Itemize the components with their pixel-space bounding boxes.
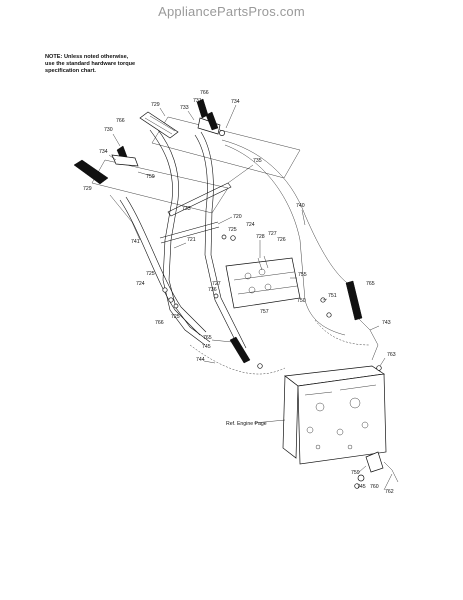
- callout-763: 763: [387, 352, 396, 358]
- callout-743: 743: [382, 320, 391, 326]
- lower-grip: [229, 336, 251, 364]
- callout-750: 750: [297, 298, 306, 304]
- note-line-1: NOTE: Unless noted otherwise,: [45, 54, 129, 60]
- callout-744: 744: [196, 357, 205, 363]
- top-grip: [139, 111, 179, 139]
- callout-751: 751: [328, 293, 337, 299]
- chassis-plate: [282, 365, 387, 465]
- callout-736: 736: [208, 287, 217, 293]
- callout-735: 735: [253, 158, 262, 164]
- callout-730: 730: [104, 127, 113, 133]
- shaft: [167, 182, 232, 217]
- callout-729-top: 729: [151, 102, 160, 108]
- leader-lines: [108, 104, 393, 491]
- left-grip: [73, 159, 109, 185]
- callout-765-right: 765: [366, 281, 375, 287]
- callout-721: 721: [187, 237, 196, 243]
- callout-728: 728: [256, 234, 265, 240]
- callout-733-mid: 733: [182, 206, 191, 212]
- callout-734-left: 734: [99, 149, 108, 155]
- levers: [111, 98, 221, 167]
- callout-760: 760: [370, 484, 379, 490]
- control-cables: [109, 139, 379, 375]
- callout-745-left: 745: [202, 344, 211, 350]
- callout-727-lower: 727: [212, 281, 221, 287]
- callout-755: 755: [298, 272, 307, 278]
- right-grip: [345, 280, 363, 321]
- callout-745-bottom: 745: [357, 484, 366, 490]
- callout-766-left-lower: 766: [155, 320, 164, 326]
- callout-759-bottom: 759: [351, 470, 360, 476]
- callout-726: 726: [277, 237, 286, 243]
- callout-729-left: 729: [83, 186, 92, 192]
- callout-740: 740: [296, 203, 305, 209]
- callout-757: 757: [260, 309, 269, 315]
- callout-759-top: 759: [146, 174, 155, 180]
- callout-766-left: 766: [116, 118, 125, 124]
- callout-724-left: 724: [136, 281, 145, 287]
- callout-725-left: 725: [146, 271, 155, 277]
- callout-labels: 729 733 731 766 734 730 766 734 729 759 …: [83, 90, 396, 495]
- watermark: AppliancePartsPros.com: [158, 4, 305, 19]
- callout-725-lower: 725: [171, 314, 180, 320]
- callout-765-left: 765: [203, 335, 212, 341]
- torque-note: NOTE: Unless noted otherwise, use the st…: [45, 54, 135, 75]
- note-line-2: use the standard hardware torque: [45, 61, 136, 67]
- callout-720: 720: [233, 214, 242, 220]
- ref-engine-page-label: Ref. Engine Page: [226, 421, 267, 427]
- callout-741: 741: [131, 239, 140, 245]
- callout-725-mid: 725: [228, 227, 237, 233]
- callout-766-top: 766: [200, 90, 209, 96]
- callout-762: 762: [385, 489, 394, 495]
- callout-734-top: 734: [231, 99, 240, 105]
- callout-731: 731: [193, 98, 202, 104]
- note-line-3: specification chart.: [45, 68, 96, 74]
- hardware: [162, 130, 382, 489]
- control-bracket: [225, 255, 301, 309]
- callout-724-mid: 724: [246, 222, 255, 228]
- cable-clip-assembly: [357, 451, 399, 483]
- callout-727-mid: 727: [268, 231, 277, 237]
- callout-733-top: 733: [180, 105, 189, 111]
